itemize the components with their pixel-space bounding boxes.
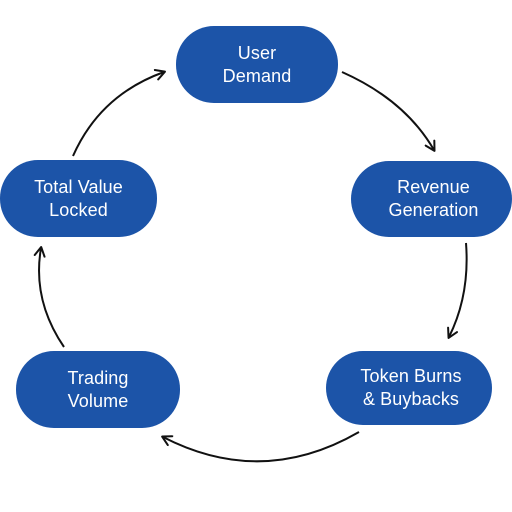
arrow-trading-to-tvl <box>33 246 65 348</box>
node-revenue-generation: Revenue Generation <box>351 161 512 237</box>
node-user-demand-line2: Demand <box>222 65 292 86</box>
node-trading-volume: Trading Volume <box>16 351 180 428</box>
node-trading-volume-line2: Volume <box>67 390 129 411</box>
node-token-burns-line2: & Buybacks <box>362 389 460 409</box>
arrow-revenue-to-token <box>447 242 468 339</box>
node-user-demand: User Demand <box>176 26 338 103</box>
node-token-burns-line1: Token Burns <box>360 366 462 386</box>
node-revenue-generation-line2: Generation <box>388 200 479 220</box>
arrow-user-to-revenue <box>341 71 436 152</box>
arrow-token-to-trading <box>161 431 360 463</box>
node-revenue-generation-line1: Revenue <box>397 177 470 197</box>
node-total-value-locked: Total Value Locked <box>0 160 157 237</box>
node-total-value-locked-line1: Total Value <box>34 176 123 197</box>
arrow-tvl-to-user <box>72 69 166 157</box>
node-user-demand-line1: User <box>237 42 277 63</box>
node-token-burns: Token Burns & Buybacks <box>326 351 492 425</box>
node-total-value-locked-line2: Locked <box>49 199 108 220</box>
node-trading-volume-line1: Trading <box>67 367 129 388</box>
